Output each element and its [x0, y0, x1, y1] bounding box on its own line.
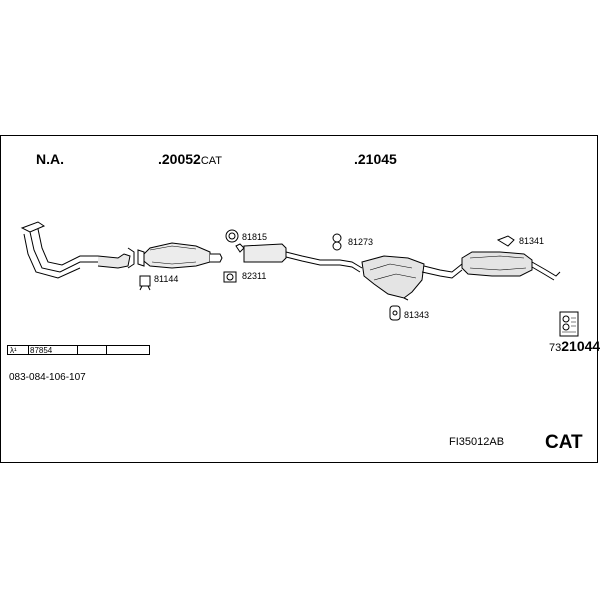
header-cat-pipe-suffix: CAT	[200, 155, 223, 167]
front-downpipe	[20, 221, 135, 279]
hanger-81341	[496, 235, 515, 247]
hanger-81815	[225, 229, 239, 243]
cat-label: CAT	[545, 432, 583, 453]
hanger-81343	[389, 305, 401, 321]
label-81343: 81343	[404, 310, 430, 320]
hanger-82311	[223, 271, 237, 283]
vehicle-codes: 083-084-106-107	[9, 372, 86, 383]
rear-muffler	[421, 251, 561, 281]
table-cell-empty-1	[77, 345, 107, 355]
mounting-kit-icon	[559, 311, 579, 337]
center-pipe	[235, 243, 363, 273]
diagram-frame	[0, 135, 598, 463]
header-na: N.A.	[36, 151, 64, 167]
label-81273: 81273	[348, 237, 374, 247]
table-cell-87854: 87854	[28, 345, 78, 355]
header-cat-pipe: .20052CAT	[158, 152, 222, 167]
hanger-81273	[332, 233, 342, 251]
label-82311: 82311	[242, 271, 267, 281]
main-part-number-value: 21044	[561, 338, 600, 354]
header-cat-pipe-number: .20052	[158, 151, 201, 167]
clamp-81144	[139, 275, 151, 291]
main-part-prefix: 73	[549, 342, 562, 354]
catalytic-converter	[137, 242, 223, 269]
header-rear: .21045	[354, 151, 397, 167]
label-81144: 81144	[154, 274, 179, 284]
label-81815: 81815	[242, 232, 268, 242]
center-muffler	[361, 255, 425, 301]
label-81341: 81341	[519, 236, 545, 246]
table-lambda-cell: λ¹	[7, 345, 29, 355]
main-part-number: 7321044	[549, 339, 600, 355]
set-number: FI35012AB	[449, 436, 505, 448]
table-cell-empty-2	[106, 345, 150, 355]
